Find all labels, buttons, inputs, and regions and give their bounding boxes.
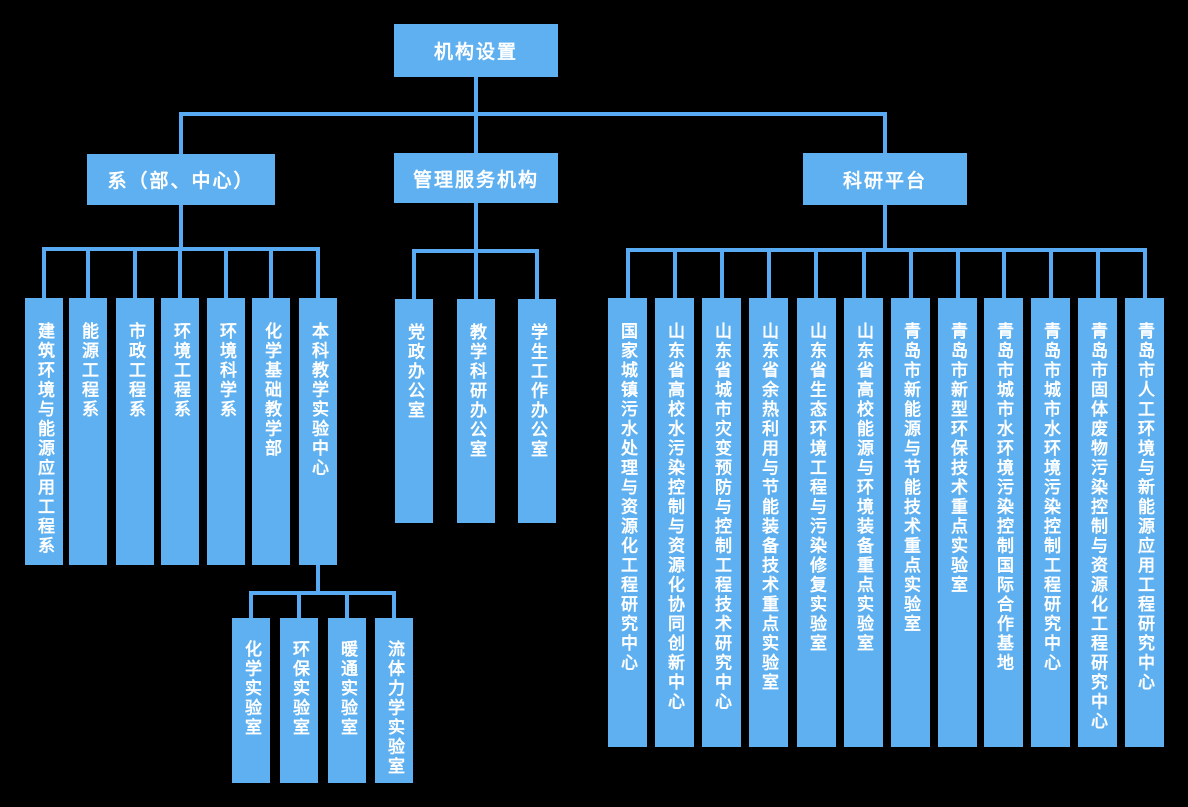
connector-line [883,112,887,153]
lab-node: 暖通实验室 [328,618,366,783]
connector-line [1143,248,1147,298]
research-node: 山东省高校水污染控制与资源化协同创新中心 [655,298,694,747]
node-departments-header: 系（部、中心） [87,154,275,205]
dept-node: 市政工程系 [116,298,154,565]
connector-line [316,247,320,298]
research-node: 山东省余热利用与节能装备技术重点实验室 [749,298,788,747]
connector-line [474,112,478,153]
connector-line [297,591,301,618]
connector-line [626,248,630,298]
connector-line [345,591,349,618]
research-node: 山东省高校能源与环境装备重点实验室 [844,298,883,747]
connector-line [412,249,416,299]
connector-line [179,205,183,249]
connector-line [269,247,273,298]
research-node: 青岛市新型环保技术重点实验室 [938,298,977,747]
research-node: 青岛市固体废物污染控制与资源化工程研究中心 [1078,298,1117,747]
research-node: 青岛市新能源与节能技术重点实验室 [891,298,930,747]
connector-line [179,112,887,116]
dept-node: 化学基础教学部 [252,298,290,565]
lab-node: 化学实验室 [232,618,270,783]
research-node: 山东省城市灾变预防与控制工程技术研究中心 [702,298,741,747]
connector-line [474,77,478,114]
connector-line [474,249,478,299]
research-node: 山东省生态环境工程与污染修复实验室 [797,298,836,747]
connector-line [392,591,396,618]
connector-line [316,565,320,593]
lab-node: 流体力学实验室 [375,618,413,783]
connector-line [673,248,677,298]
node-admin-header: 管理服务机构 [394,153,558,203]
dept-node: 环境科学系 [207,298,245,565]
dept-node: 本科教学实验中心 [299,298,337,565]
connector-line [178,247,182,298]
connector-line [883,205,887,250]
connector-line [1002,248,1006,298]
research-node: 青岛市城市水环境污染控制国际合作基地 [984,298,1023,747]
connector-line [474,203,478,251]
connector-line [42,247,46,298]
connector-line [224,247,228,298]
connector-line [249,591,253,618]
connector-line [535,249,539,299]
connector-line [1049,248,1053,298]
connector-line [86,247,90,298]
research-node: 青岛市人工环境与新能源应用工程研究中心 [1125,298,1164,747]
connector-line [767,248,771,298]
connector-line [1096,248,1100,298]
lab-node: 环保实验室 [280,618,318,783]
connector-line [956,248,960,298]
research-node: 青岛市城市水环境污染控制工程研究中心 [1031,298,1070,747]
connector-line [179,112,183,154]
dept-node: 环境工程系 [161,298,199,565]
connector-line [862,248,866,298]
research-node: 国家城镇污水处理与资源化工程研究中心 [608,298,647,747]
admin-node: 教学科研办公室 [457,299,495,523]
node-root: 机构设置 [394,24,558,77]
connector-line [909,248,913,298]
node-research-header: 科研平台 [803,153,967,205]
connector-line [249,591,396,595]
connector-line [720,248,724,298]
admin-node: 学生工作办公室 [518,299,556,523]
connector-line [626,248,1146,252]
connector-line [133,247,137,298]
dept-node: 建筑环境与能源应用工程系 [25,298,63,565]
admin-node: 党政办公室 [395,299,433,523]
connector-line [814,248,818,298]
dept-node: 能源工程系 [69,298,107,565]
